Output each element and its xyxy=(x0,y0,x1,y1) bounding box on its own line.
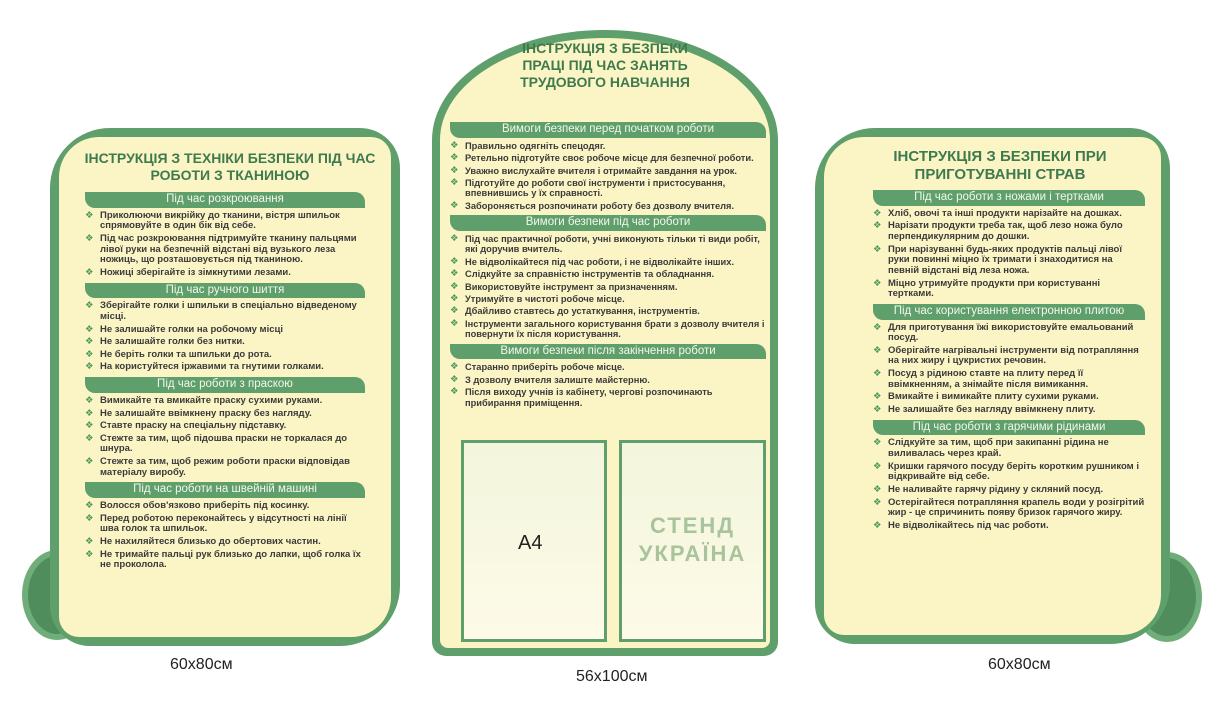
watermark-line2: УКРАЇНА xyxy=(638,541,747,566)
right-content: Під час роботи з ножами і терткамиХліб, … xyxy=(873,186,1145,533)
section-list: Слідкуйте за тим, щоб при закипанні ріди… xyxy=(873,438,1145,532)
section-list: Хліб, овочі та інші продукти нарізайте н… xyxy=(873,208,1145,300)
section-header: Вимоги безпеки перед початком роботи xyxy=(450,122,766,138)
section-header: Під час роботи на швейній машині xyxy=(85,482,365,499)
list-item: Не наливайте гарячу рідину у скляний пос… xyxy=(873,484,1145,496)
a4-label: А4 xyxy=(518,532,543,554)
list-item: Уважно вислухайте вчителя і отримайте за… xyxy=(450,166,766,177)
list-item: Остерігайтеся потрапляння крапель води у… xyxy=(873,497,1145,519)
list-item: Використовуйте інструмент за призначення… xyxy=(450,282,766,293)
center-content: Вимоги безпеки перед початком роботиПрав… xyxy=(450,118,766,410)
section-header: Під час користування електронною плитою xyxy=(873,303,1145,320)
list-item: Не тримайте пальці рук близько до лапки,… xyxy=(85,549,365,571)
section-list: Правильно одягніть спецодяг.Ретельно під… xyxy=(450,141,766,212)
section-list: Для приготування їжі використовуйте емал… xyxy=(873,322,1145,416)
section-header: Під час роботи з праскою xyxy=(85,377,365,393)
center-title: ІНСТРУКЦІЯ З БЕЗПЕКИ ПРАЦІ ПІД ЧАС ЗАНЯТ… xyxy=(520,40,690,90)
list-item: Не беріть голки та шпильки до рота. xyxy=(85,349,365,361)
list-item: Перед роботою переконайтесь у відсутност… xyxy=(85,513,365,535)
list-item: Слідкуйте за тим, щоб при закипанні ріди… xyxy=(873,438,1145,459)
list-item: Інструменти загального користування брат… xyxy=(450,319,766,340)
section-list: Приколюючи викрійку до тканини, вістря ш… xyxy=(85,210,365,279)
watermark-line1: СТЕНД xyxy=(649,513,735,538)
list-item: Після виходу учнів із кабінету, чергові … xyxy=(450,387,766,408)
list-item: Нарізати продукти треба так, щоб лезо но… xyxy=(873,221,1145,242)
list-item: Не залишайте голки на робочому місці xyxy=(85,324,365,336)
list-item: Не відволікайтесь під час роботи. xyxy=(873,520,1145,532)
section-header: Вимоги безпеки після закінчення роботи xyxy=(450,343,766,360)
left-title: ІНСТРУКЦІЯ З ТЕХНІКИ БЕЗПЕКИ ПІД ЧАС РОБ… xyxy=(84,150,376,183)
section-header: Під час роботи з гарячими рідинами xyxy=(873,419,1145,436)
list-item: Не залишайте ввімкнену праску без нагляд… xyxy=(85,408,365,420)
list-item: Ретельно підготуйте своє робоче місце дл… xyxy=(450,153,766,164)
list-item: Вимикайте та вмикайте праску сухими рука… xyxy=(85,395,365,407)
left-size-label: 60х80см xyxy=(170,656,233,673)
list-item: Зберігайте голки і шпильки в спеціально … xyxy=(85,300,365,322)
list-item: При нарізуванні будь-яких продуктів паль… xyxy=(873,244,1145,277)
list-item: Не залишайте голки без нитки. xyxy=(85,337,365,348)
section-header: Вимоги безпеки під час роботи xyxy=(450,215,766,232)
list-item: Під час практичної роботи, учні виконуют… xyxy=(450,234,766,255)
list-item: Підготуйте до роботи свої інструменти і … xyxy=(450,178,766,199)
list-item: Стежте за тим, щоб режим роботи праски в… xyxy=(85,456,365,478)
list-item: Утримуйте в чистоті робоче місце. xyxy=(450,294,766,305)
section-list: Вимикайте та вмикайте праску сухими рука… xyxy=(85,395,365,478)
list-item: Забороняється розпочинати роботу без доз… xyxy=(450,201,766,212)
list-item: Не залишайте без нагляду ввімкнену плиту… xyxy=(873,404,1145,416)
list-item: З дозволу вчителя залиште майстерню. xyxy=(450,375,766,386)
section-header: Під час роботи з ножами і тертками xyxy=(873,190,1145,206)
list-item: Посуд з рідиною ставте на плиту перед її… xyxy=(873,368,1145,390)
a4-pocket-right xyxy=(619,440,766,642)
section-header: Під час ручного шиття xyxy=(85,282,365,299)
section-list: Волосся обов'язково приберіть під косинк… xyxy=(85,500,365,571)
list-item: Хліб, овочі та інші продукти нарізайте н… xyxy=(873,208,1145,220)
list-item: Волосся обов'язково приберіть під косинк… xyxy=(85,500,365,512)
list-item: Міцно утримуйте продукти при користуванн… xyxy=(873,278,1145,300)
list-item: Оберігайте нагрівальні інструменти від п… xyxy=(873,345,1145,367)
list-item: Дбайливо ставтесь до устаткування, інстр… xyxy=(450,306,766,317)
list-item: На користуйтеся іржавими та гнутими голк… xyxy=(85,362,365,373)
section-list: Зберігайте голки і шпильки в спеціально … xyxy=(85,300,365,373)
list-item: Ставте праску на спеціальну підставку. xyxy=(85,421,365,432)
right-size-label: 60х80см xyxy=(988,656,1051,673)
right-title: ІНСТРУКЦІЯ З БЕЗПЕКИ ПРИ ПРИГОТУВАННІ СТ… xyxy=(893,148,1107,183)
list-item: Стежте за тим, щоб підошва праски не тор… xyxy=(85,433,365,455)
section-list: Під час практичної роботи, учні виконуют… xyxy=(450,234,766,340)
list-item: Не нахиляйтеся близько до обертових част… xyxy=(85,536,365,548)
list-item: Правильно одягніть спецодяг. xyxy=(450,141,766,152)
left-content: Під час розкроюванняПриколюючи викрійку … xyxy=(85,188,365,573)
list-item: Вмикайте і вимикайте плиту сухими руками… xyxy=(873,392,1145,403)
section-list: Старанно приберіть робоче місце. З дозвол… xyxy=(450,362,766,408)
list-item: Старанно приберіть робоче місце. xyxy=(450,362,766,373)
list-item: Ножиці зберігайте із зімкнутими лезами. xyxy=(85,267,365,279)
list-item: Кришки гарячого посуду беріть коротким р… xyxy=(873,461,1145,483)
list-item: Не відволікайтеся під час роботи, і не в… xyxy=(450,257,766,268)
section-header: Під час розкроювання xyxy=(85,192,365,208)
list-item: Слідкуйте за справністю інструментів та … xyxy=(450,269,766,280)
center-size-label: 56х100см xyxy=(576,668,648,685)
list-item: Під час розкроювання підтримуйте тканину… xyxy=(85,233,365,266)
list-item: Приколюючи викрійку до тканини, вістря ш… xyxy=(85,210,365,232)
list-item: Для приготування їжі використовуйте емал… xyxy=(873,322,1145,344)
a4-pocket-left xyxy=(461,440,607,642)
